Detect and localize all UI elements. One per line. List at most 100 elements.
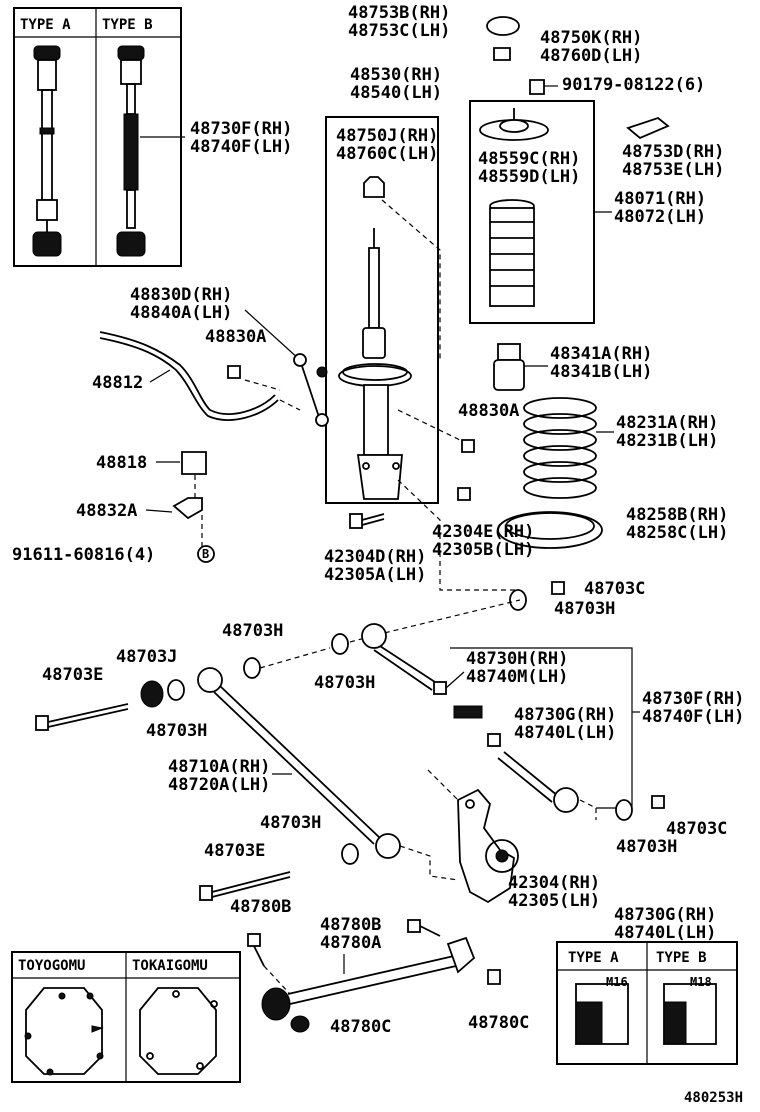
cam-48703J-drawing xyxy=(140,680,164,708)
label-48780A: 48780A xyxy=(320,933,381,953)
bolt-48703E-1-drawing xyxy=(35,703,129,731)
label-48231B-lh: 48231B(LH) xyxy=(616,431,718,451)
label-48780B-1: 48780B xyxy=(230,897,291,917)
label-48740L-lh-1: 48740L(LH) xyxy=(514,723,616,743)
tokaigomu-header: TOKAIGOMU xyxy=(132,958,208,974)
label-48730G-rh-2: 48730G(RH) xyxy=(614,905,716,925)
label-48830D-rh: 48830D(RH) xyxy=(130,285,232,305)
label-48559D-lh: 48559D(LH) xyxy=(478,167,580,187)
nut-48780C-1-drawing xyxy=(290,1015,310,1033)
label-48703C-1: 48703C xyxy=(584,579,645,599)
washer-48703H-4-drawing xyxy=(167,679,185,701)
nut-48830A-2-drawing xyxy=(461,439,475,453)
label-48071-rh: 48071(RH) xyxy=(614,189,706,209)
label-48753B-rh: 48753B(RH) xyxy=(348,3,450,23)
label-48072-lh: 48072(LH) xyxy=(614,207,706,227)
nut-48703C-2-drawing xyxy=(651,795,665,809)
toyogomu-header: TOYOGOMU xyxy=(18,958,85,974)
bolt-42304D-drawing xyxy=(349,513,385,529)
adjuster-drawing xyxy=(453,705,501,747)
label-48780B-2: 48780B xyxy=(320,915,381,935)
label-48740F-lh-mid: 48740F(LH) xyxy=(642,707,744,727)
washer-48703H-3-drawing xyxy=(331,633,349,655)
label-48753D-rh: 48753D(RH) xyxy=(622,142,724,162)
label-48730G-rh-1: 48730G(RH) xyxy=(514,705,616,725)
label-42305A-lh: 42305A(LH) xyxy=(324,565,426,585)
label-48703H-2: 48703H xyxy=(222,621,283,641)
upper-mount-drawing xyxy=(479,108,549,141)
strut-assembly-box xyxy=(325,116,439,504)
bushing-variant-panel: TOYOGOMU TOKAIGOMU xyxy=(11,951,241,1083)
rod-type-b-drawing xyxy=(116,45,146,257)
label-48703J: 48703J xyxy=(116,647,177,667)
bump-stopper-drawing xyxy=(493,343,525,391)
label-48812: 48812 xyxy=(92,373,143,393)
stabilizer-bar-drawing xyxy=(99,331,276,415)
nut-48703C-1-drawing xyxy=(551,581,565,595)
arm-48730H-drawing xyxy=(361,623,447,695)
nut-size-b: M18 xyxy=(690,975,712,989)
nut-42304E-drawing xyxy=(457,487,471,501)
rod-type-a-drawing xyxy=(32,45,62,257)
label-48760C-lh: 48760C(LH) xyxy=(336,144,438,164)
label-48341A-rh: 48341A(RH) xyxy=(550,344,652,364)
label-48258C-lh: 48258C(LH) xyxy=(626,523,728,543)
label-48703E-2: 48703E xyxy=(204,841,265,861)
nut-48750K-drawing xyxy=(493,47,511,61)
label-48760D-lh: 48760D(LH) xyxy=(540,46,642,66)
nut-48780C-2-drawing xyxy=(487,969,501,985)
label-48231A-rh: 48231A(RH) xyxy=(616,413,718,433)
bolt-48780B-1-drawing xyxy=(247,933,265,967)
bracket-48753D-drawing xyxy=(626,116,670,140)
cap-drawing xyxy=(486,16,520,36)
label-48703H-6: 48703H xyxy=(616,837,677,857)
label-48750K-rh: 48750K(RH) xyxy=(540,28,642,48)
strut-drawing xyxy=(338,176,412,500)
knuckle-drawing xyxy=(457,788,519,904)
label-48703H-4: 48703H xyxy=(146,721,207,741)
type-b-header: TYPE B xyxy=(102,17,153,33)
label-48753C-lh: 48753C(LH) xyxy=(348,21,450,41)
label-48818: 48818 xyxy=(96,453,147,473)
label-48703E-1: 48703E xyxy=(42,665,103,685)
label-48780C-2: 48780C xyxy=(468,1013,529,1033)
type-a-header: TYPE A xyxy=(20,17,71,33)
label-48753E-lh: 48753E(LH) xyxy=(622,160,724,180)
label-48780C-1: 48780C xyxy=(330,1017,391,1037)
nut-type-b-header: TYPE B xyxy=(656,950,707,966)
label-90179: 90179-08122(6) xyxy=(562,75,705,95)
label-48258B-rh: 48258B(RH) xyxy=(626,505,728,525)
label-48559C-rh: 48559C(RH) xyxy=(478,149,580,169)
label-48341B-lh: 48341B(LH) xyxy=(550,362,652,382)
nut-90179-drawing xyxy=(529,79,545,95)
bolt-48780B-2-drawing xyxy=(407,919,441,937)
label-48730F-rh-top: 48730F(RH) xyxy=(190,119,292,139)
washer-48703H-6-drawing xyxy=(341,843,359,865)
label-42304D-rh: 42304D(RH) xyxy=(324,547,426,567)
coil-spring-drawing xyxy=(523,397,597,499)
stabilizer-link-drawing xyxy=(293,353,329,427)
label-48830A-2: 48830A xyxy=(458,401,519,421)
bracket-48832A-drawing xyxy=(172,497,203,520)
arm-48780A-drawing xyxy=(261,936,476,1021)
label-48703C-2: 48703C xyxy=(666,819,727,839)
label-48540-lh: 48540(LH) xyxy=(350,83,442,103)
label-48703H-5: 48703H xyxy=(260,813,321,833)
diagram-id: 480253H xyxy=(684,1090,743,1106)
washer-48703H-2-drawing xyxy=(243,657,261,679)
label-48720A-lh: 48720A(LH) xyxy=(168,775,270,795)
b-marker-circle xyxy=(197,545,215,563)
label-48830A-1: 48830A xyxy=(205,327,266,347)
label-42305B-lh: 42305B(LH) xyxy=(432,540,534,560)
label-48530-rh: 48530(RH) xyxy=(350,65,442,85)
label-48730H-rh: 48730H(RH) xyxy=(466,649,568,669)
label-48740F-lh-top: 48740F(LH) xyxy=(190,137,292,157)
b-marker: B xyxy=(202,547,209,561)
nut-48830A-drawing xyxy=(227,365,241,379)
nut-size-panel: TYPE A TYPE B M16 M18 xyxy=(556,941,738,1065)
spring-seat-drawing xyxy=(497,511,603,549)
label-48730F-rh-mid: 48730F(RH) xyxy=(642,689,744,709)
label-48710A-rh: 48710A(RH) xyxy=(168,757,270,777)
bolt-48703E-2-drawing xyxy=(199,871,291,901)
